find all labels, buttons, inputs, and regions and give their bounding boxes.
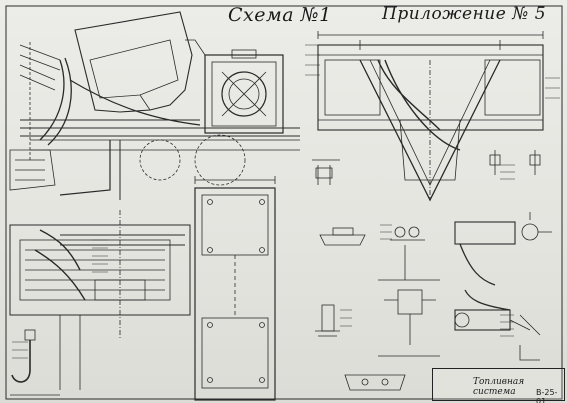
system-name: Топливная система xyxy=(473,377,525,397)
label-stubs xyxy=(12,44,560,359)
detail-views xyxy=(312,150,552,391)
sheet-frame xyxy=(5,5,563,400)
fuel-tank-top xyxy=(185,39,284,134)
front-view-assembly xyxy=(317,31,544,202)
side-view-assembly xyxy=(9,11,300,200)
title-block xyxy=(432,368,565,401)
appendix-label: Приложение № 5 xyxy=(382,4,547,24)
drawing-title: Схема №1 xyxy=(228,4,332,26)
tank-front-view xyxy=(194,176,276,401)
sheet-code: В-25-01 xyxy=(536,388,558,403)
engine-plan-view xyxy=(9,210,191,396)
